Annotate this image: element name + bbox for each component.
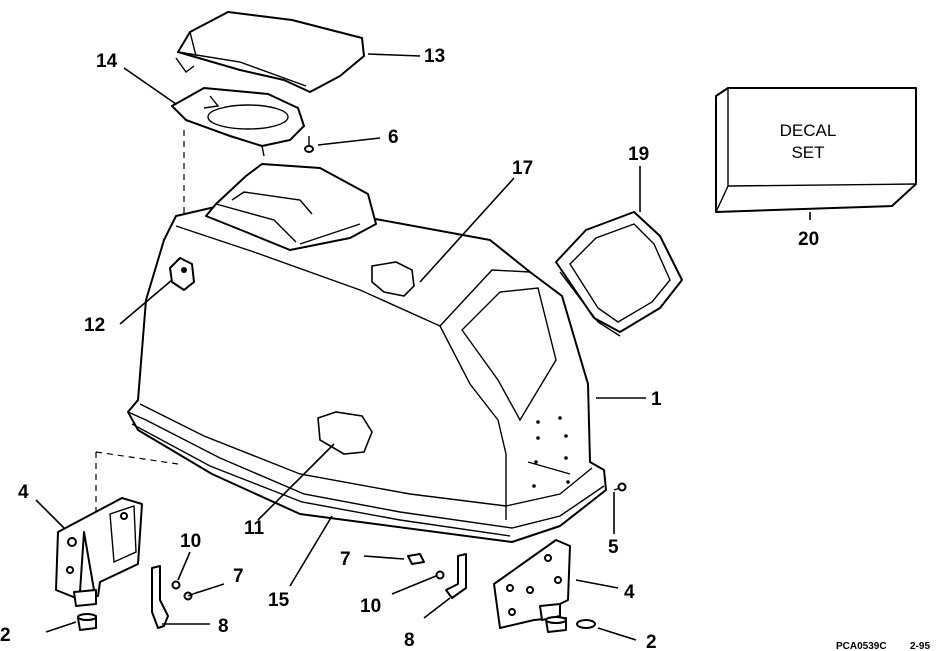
part-2-washer-right [545, 616, 596, 633]
callout-1: 1 [651, 389, 662, 410]
part-20-decal-box: DECAL SET [715, 87, 917, 213]
figure-date: 2-95 [910, 641, 930, 651]
part-14-seal [171, 87, 305, 157]
part-17-pad [371, 261, 415, 297]
callout-4-left: 4 [18, 482, 29, 503]
part-4-bracket-left [55, 497, 143, 607]
part-19-window-seal [555, 211, 683, 337]
part-1-cowl [127, 163, 607, 543]
callout-6: 6 [388, 127, 399, 148]
part-10-washer-right [435, 570, 445, 580]
part-7-screw-right [407, 553, 425, 565]
decal-line1: DECAL [780, 121, 837, 140]
part-5-pin [613, 482, 627, 492]
part-10-washer-left [171, 580, 181, 590]
callout-11: 11 [244, 518, 265, 539]
callout-8-left: 8 [218, 616, 229, 637]
figure-code: PCA0539C [836, 641, 887, 651]
part-11-pad [317, 411, 373, 455]
part-13-cap [175, 11, 365, 93]
callout-7-right: 7 [340, 549, 351, 570]
callout-2-right: 2 [646, 632, 657, 651]
part-4-bracket-right [493, 539, 571, 629]
leader-lines [35, 53, 811, 641]
part-12-fastener [169, 257, 195, 291]
callout-19: 19 [628, 144, 649, 165]
part-8-clip-right [445, 553, 467, 599]
callout-8-right: 8 [404, 630, 415, 651]
callout-20: 20 [798, 229, 819, 250]
part-8-clip-left [151, 565, 169, 629]
part-6-screw [304, 136, 314, 153]
callout-2-left: 2 [0, 625, 11, 646]
callout-7-left: 7 [233, 566, 244, 587]
alignment-line-bracket-left [95, 451, 179, 514]
callout-13: 13 [424, 46, 445, 67]
callout-15: 15 [268, 590, 290, 611]
callout-4-right: 4 [624, 582, 635, 603]
part-2-washer-left [77, 613, 97, 631]
decal-line2: SET [791, 143, 824, 162]
callout-10-left: 10 [180, 531, 201, 552]
callout-10-right: 10 [360, 596, 381, 617]
callout-17: 17 [512, 158, 533, 179]
callout-14: 14 [96, 51, 118, 72]
callout-5: 5 [608, 537, 619, 558]
callout-12: 12 [84, 315, 105, 336]
part-7-screw-left [183, 591, 199, 601]
